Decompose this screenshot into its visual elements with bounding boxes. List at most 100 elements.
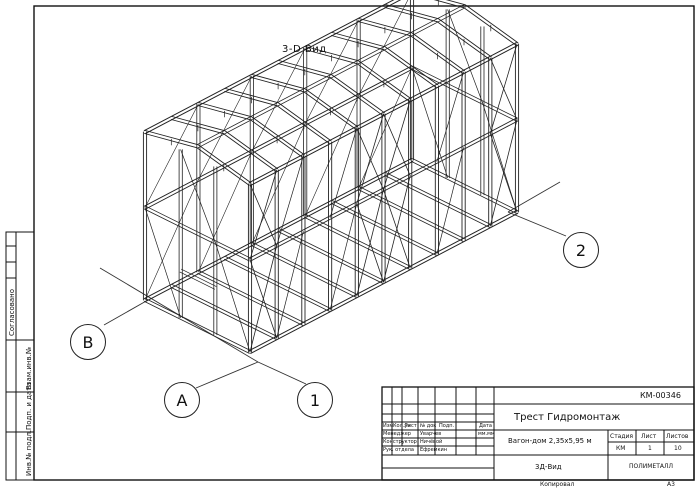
brace-back (144, 179, 199, 301)
end-brace (411, 67, 449, 179)
roof-truss (171, 116, 226, 132)
brace (356, 127, 384, 191)
sheets-value: 10 (674, 445, 682, 452)
roof-truss (144, 133, 198, 149)
roof-truss (305, 46, 359, 62)
top-rail-front (248, 42, 517, 184)
floor-joist (384, 174, 491, 228)
floor-joist (250, 244, 357, 298)
roof-truss (385, 4, 439, 20)
roof-truss (198, 102, 252, 118)
window-sill (181, 268, 217, 287)
floor-joist (223, 258, 330, 312)
roof-truss (249, 119, 303, 158)
end-brace (214, 242, 251, 353)
roof-truss (222, 133, 277, 172)
binding-strip (5, 231, 35, 481)
roof-truss (438, 18, 492, 58)
brace (249, 259, 278, 339)
sheets-label: Листов (666, 433, 689, 440)
floor-joist (412, 158, 519, 212)
brace-back (251, 123, 306, 245)
roof-truss (304, 88, 359, 128)
roof-truss (464, 4, 519, 44)
floor-joist (332, 200, 439, 254)
floor-joist (277, 230, 384, 284)
roof-truss (358, 18, 412, 34)
floor-joist (410, 160, 517, 214)
roof-truss (358, 60, 412, 100)
role-1: Менеджер (383, 431, 411, 437)
floor-joist (197, 272, 304, 326)
role-2-name: Ничёвой (420, 439, 443, 445)
end-rail (143, 208, 250, 262)
mid-rail-back (145, 68, 414, 210)
roof-truss (356, 63, 410, 102)
hdr-doc: № док (420, 423, 437, 429)
bottom-rail-back (145, 160, 414, 302)
brace (329, 203, 358, 311)
roof-truss (357, 21, 412, 37)
axis-bubble-1: 1 (297, 382, 333, 418)
hdr-list: Лист (404, 423, 417, 429)
brace (356, 203, 384, 283)
company-name: ПОЛИМЕТАЛЛ (629, 463, 673, 470)
roof-truss (278, 102, 332, 142)
roof-truss (331, 74, 385, 114)
top-rail-back (143, 0, 395, 132)
floor-joist (145, 298, 252, 352)
brace-back (251, 47, 306, 152)
floor-joist (252, 242, 358, 296)
axis-bubble-2: 2 (563, 232, 599, 268)
floor-joist (143, 300, 250, 354)
copied-label: Копировал (540, 481, 575, 488)
mid-rail-back (143, 65, 412, 207)
format-label: А3 (667, 481, 675, 488)
ridge-beam (197, 7, 466, 149)
roof-truss (251, 74, 306, 90)
floor-joist (171, 284, 278, 338)
brace-back (358, 0, 409, 96)
hdr-kol: Кол.уч (393, 423, 411, 429)
floor-joist (357, 188, 464, 242)
hdr-date: Дата (479, 423, 492, 429)
roof-truss (225, 88, 279, 104)
agreed-label: Согласовано (8, 288, 16, 336)
inv-dup-label: Взам.инв.№ (25, 346, 33, 390)
brace-back (304, 19, 359, 124)
roof-truss (384, 46, 439, 86)
role-3: Рук. отдела (383, 447, 414, 453)
brace-back (304, 95, 359, 217)
floor-joist (330, 202, 437, 256)
end-brace (180, 149, 216, 243)
window-sill (179, 271, 215, 290)
floor-joist (358, 186, 465, 240)
view-title: 3-D Вид (282, 44, 327, 55)
floor-joist (304, 216, 410, 270)
date-value: мм.мм (478, 431, 495, 437)
roof-truss (196, 147, 250, 186)
roof-truss (250, 77, 305, 93)
floor-joist (385, 172, 492, 226)
roof-truss (411, 32, 465, 72)
roof-truss (329, 77, 384, 116)
end-rail (410, 68, 517, 122)
brace (383, 189, 411, 269)
brace-back (358, 67, 413, 189)
roof-truss (224, 130, 279, 170)
roof-truss (278, 60, 332, 76)
roof-truss (383, 49, 437, 88)
brace-back (144, 103, 199, 208)
stage-label: Стадия (610, 433, 634, 440)
brace (276, 155, 304, 246)
sheet-name: 3Д-Вид (535, 463, 562, 471)
floor-joist (305, 214, 412, 268)
roof-truss (276, 105, 330, 144)
sheet-label: Лист (641, 433, 657, 440)
role-1-name: Уварчев (420, 431, 442, 437)
end-rail (145, 205, 252, 259)
roof-truss (331, 32, 386, 48)
roof-truss (409, 35, 464, 74)
